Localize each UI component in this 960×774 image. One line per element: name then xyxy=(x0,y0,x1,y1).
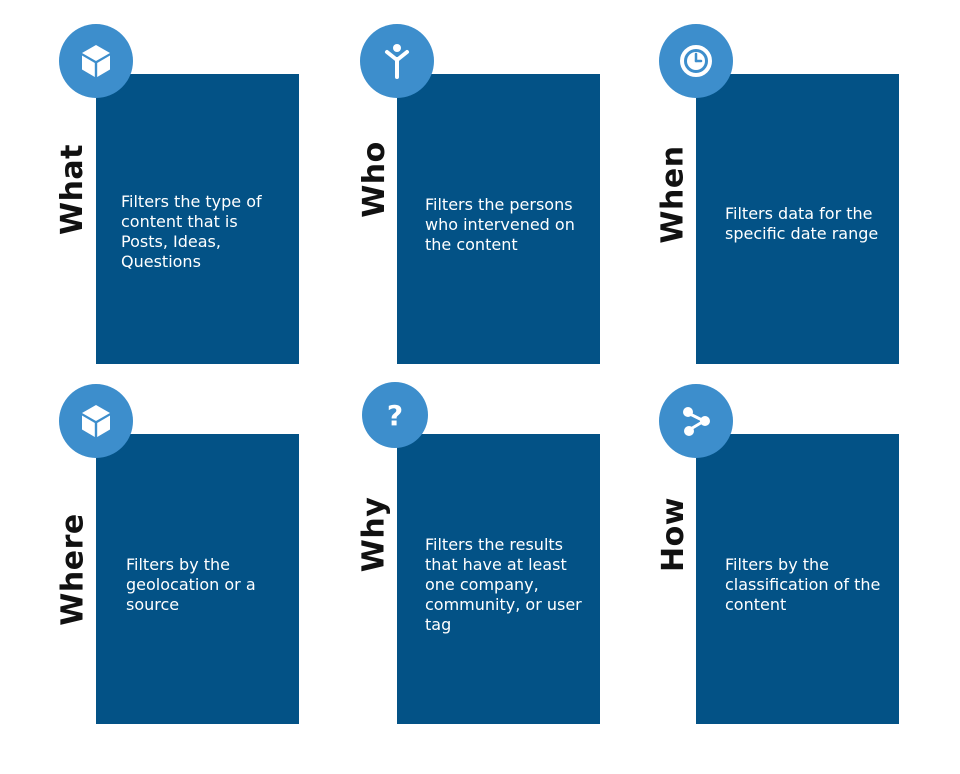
person-icon xyxy=(360,24,434,98)
card-label: Who xyxy=(356,74,392,284)
card-label-text: Why xyxy=(356,496,392,572)
card-when: When Filters data for the specific date … xyxy=(656,24,959,414)
question-icon: ? xyxy=(362,382,428,448)
card-description: Filters by the classification of the con… xyxy=(725,555,881,614)
card-panel xyxy=(397,74,600,364)
card-label-text: Where xyxy=(55,512,91,626)
card-label-text: When xyxy=(655,144,691,244)
card-how: How Filters by the classification of the… xyxy=(656,384,959,774)
share-nodes-icon xyxy=(659,384,733,458)
card-label: Why xyxy=(356,434,392,634)
card-description: Filters data for the specific date range xyxy=(725,204,879,243)
card-who: Who Filters the persons who intervened o… xyxy=(357,24,660,414)
card-label: When xyxy=(655,74,691,314)
card-where: Where Filters by the geolocation or a so… xyxy=(56,384,359,774)
card-description: Filters by the geolocation or a source xyxy=(126,555,256,614)
card-description: Filters the results that have at least o… xyxy=(425,535,582,634)
card-what: What Filters the type of content that is… xyxy=(56,24,359,414)
cube-icon xyxy=(59,24,133,98)
clock-icon xyxy=(659,24,733,98)
card-description: Filters the type of content that is Post… xyxy=(121,192,262,271)
card-panel xyxy=(696,74,899,364)
card-why: ? Why Filters the results that have at l… xyxy=(357,382,660,774)
card-label: How xyxy=(655,434,691,634)
card-panel xyxy=(96,74,299,364)
card-panel xyxy=(696,434,899,724)
card-label-text: How xyxy=(655,496,691,572)
card-label-text: Who xyxy=(356,140,392,218)
card-label: What xyxy=(55,74,91,304)
card-label-text: What xyxy=(55,143,91,235)
card-panel xyxy=(96,434,299,724)
cube-icon xyxy=(59,384,133,458)
card-label: Where xyxy=(55,444,91,694)
svg-text:?: ? xyxy=(387,399,403,432)
card-description: Filters the persons who intervened on th… xyxy=(425,195,575,254)
card-panel xyxy=(397,434,600,724)
